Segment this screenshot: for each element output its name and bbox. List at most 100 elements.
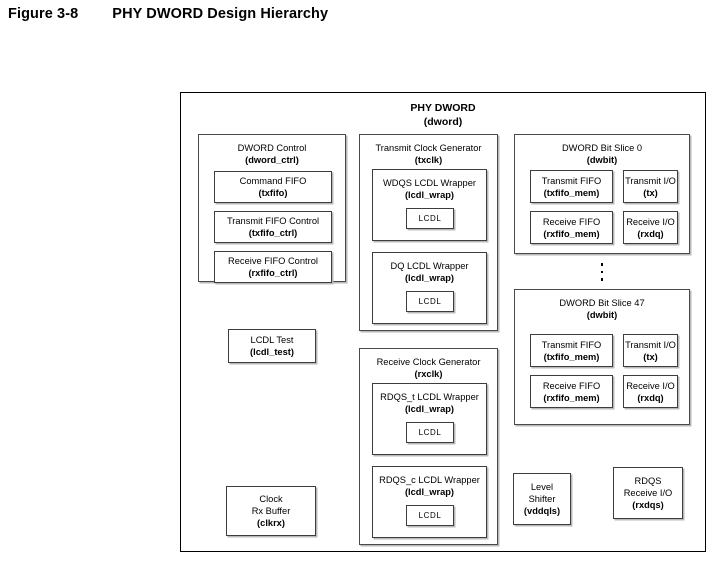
slice0-transmit-fifo-module: (txfifo_mem) [543,187,600,198]
slice47-transmit-io-block: Transmit I/O (tx) [623,334,678,367]
dword-bit-slice-0-header: DWORD Bit Slice 0 (dwbit) [515,142,689,166]
slice0-transmit-io-module: (tx) [643,187,658,198]
dq-lcdl-inner-block: LCDL [406,291,454,312]
dq-lcdl-wrapper-module: (lcdl_wrap) [404,273,455,283]
level-shifter-label2: Shifter [528,494,556,504]
dq-lcdl-inner-label: LCDL [418,297,442,306]
dword-bit-slice-47-module: (dwbit) [586,310,618,320]
dword-bit-slice-0-module: (dwbit) [586,155,618,165]
dword-control-label: DWORD Control [237,143,307,153]
phy-dword-title: PHY DWORD (dword) [181,102,705,129]
dq-lcdl-wrapper-label: DQ LCDL Wrapper [390,261,469,271]
slice0-receive-io-block: Receive I/O (rxdq) [623,211,678,244]
transmit-clock-generator-block: Transmit Clock Generator (txclk) WDQS LC… [359,134,498,331]
slice0-receive-io-module: (rxdq) [637,228,664,239]
transmit-fifo-control-module: (txfifo_ctrl) [248,228,298,238]
wdqs-lcdl-wrapper-label: WDQS LCDL Wrapper [383,178,476,188]
rdqs-c-lcdl-wrapper-module: (lcdl_wrap) [404,487,455,497]
rdqs-t-lcdl-inner-block: LCDL [406,422,454,443]
receive-clock-generator-module: (rxclk) [414,369,443,379]
slice0-receive-io-label: Receive I/O [626,216,675,227]
slice47-receive-fifo-label: Receive FIFO [542,380,601,391]
rdqs-receive-io-label: RDQS [634,476,662,486]
receive-fifo-control-block: Receive FIFO Control (rxfifo_ctrl) [214,251,332,283]
wdqs-lcdl-wrapper-block: WDQS LCDL Wrapper (lcdl_wrap) LCDL [372,169,487,241]
lcdl-test-module: (lcdl_test) [250,347,294,357]
receive-clock-generator-block: Receive Clock Generator (rxclk) RDQS_t L… [359,348,498,545]
rdqs-t-lcdl-wrapper-block: RDQS_t LCDL Wrapper (lcdl_wrap) LCDL [372,383,487,455]
rdqs-t-lcdl-inner-label: LCDL [418,428,442,437]
rdqs-receive-io-block: RDQS Receive I/O (rxdqs) [613,467,683,519]
receive-fifo-control-module: (rxfifo_ctrl) [248,268,298,278]
command-fifo-block: Command FIFO (txfifo) [214,171,332,203]
phy-dword-module: (dword) [423,115,463,128]
command-fifo-module: (txfifo) [258,188,288,198]
wdqs-lcdl-inner-label: LCDL [418,214,442,223]
slice0-transmit-fifo-block: Transmit FIFO (txfifo_mem) [530,170,613,203]
transmit-fifo-control-label: Transmit FIFO Control [226,216,320,226]
slice47-transmit-fifo-module: (txfifo_mem) [543,351,600,362]
dword-bit-slice-47-header: DWORD Bit Slice 47 (dwbit) [515,297,689,321]
figure-title: PHY DWORD Design Hierarchy [112,6,329,22]
command-fifo-label: Command FIFO [239,176,307,186]
dword-control-header: DWORD Control (dword_ctrl) [199,142,345,166]
slice47-transmit-io-module: (tx) [643,351,658,362]
wdqs-lcdl-inner-block: LCDL [406,208,454,229]
transmit-fifo-control-block: Transmit FIFO Control (txfifo_ctrl) [214,211,332,243]
rdqs-c-lcdl-wrapper-label: RDQS_c LCDL Wrapper [379,475,480,485]
wdqs-lcdl-wrapper-header: WDQS LCDL Wrapper (lcdl_wrap) [373,177,486,201]
receive-clock-generator-header: Receive Clock Generator (rxclk) [360,356,497,380]
clock-rx-buffer-label2: Rx Buffer [251,506,291,516]
rdqs-t-lcdl-wrapper-header: RDQS_t LCDL Wrapper (lcdl_wrap) [373,391,486,415]
slice47-receive-fifo-module: (rxfifo_mem) [543,392,600,403]
clock-rx-buffer-label: Clock [259,494,283,504]
figure-caption: Figure 3-8 PHY DWORD Design Hierarchy [8,6,328,22]
rdqs-c-lcdl-wrapper-header: RDQS_c LCDL Wrapper (lcdl_wrap) [373,474,486,498]
vertical-ellipsis-icon [596,263,608,281]
slice47-receive-io-label: Receive I/O [626,380,675,391]
level-shifter-label: Level [530,482,554,492]
phy-dword-label: PHY DWORD [410,102,476,114]
transmit-clock-generator-header: Transmit Clock Generator (txclk) [360,142,497,166]
receive-fifo-control-label: Receive FIFO Control [228,256,318,266]
rdqs-t-lcdl-wrapper-label: RDQS_t LCDL Wrapper [380,392,479,402]
lcdl-test-label: LCDL Test [250,335,294,345]
receive-clock-generator-label: Receive Clock Generator [376,357,481,367]
rdqs-receive-io-module: (rxdqs) [632,500,664,510]
dword-bit-slice-0-block: DWORD Bit Slice 0 (dwbit) Transmit FIFO … [514,134,690,254]
rdqs-receive-io-label2: Receive I/O [623,488,673,498]
rdqs-t-lcdl-wrapper-module: (lcdl_wrap) [404,404,455,414]
slice47-receive-io-module: (rxdq) [637,392,664,403]
level-shifter-module: (vddqls) [523,506,561,516]
transmit-clock-generator-module: (txclk) [414,155,443,165]
rdqs-c-lcdl-wrapper-block: RDQS_c LCDL Wrapper (lcdl_wrap) LCDL [372,466,487,538]
clock-rx-buffer-module: (clkrx) [257,518,285,528]
dq-lcdl-wrapper-block: DQ LCDL Wrapper (lcdl_wrap) LCDL [372,252,487,324]
slice0-transmit-io-block: Transmit I/O (tx) [623,170,678,203]
dword-control-module: (dword_ctrl) [245,155,299,165]
slice0-receive-fifo-block: Receive FIFO (rxfifo_mem) [530,211,613,244]
dword-bit-slice-0-label: DWORD Bit Slice 0 [561,143,643,153]
slice47-transmit-fifo-block: Transmit FIFO (txfifo_mem) [530,334,613,367]
slice0-receive-fifo-module: (rxfifo_mem) [543,228,600,239]
dword-bit-slice-47-block: DWORD Bit Slice 47 (dwbit) Transmit FIFO… [514,289,690,425]
transmit-clock-generator-label: Transmit Clock Generator [375,143,482,153]
level-shifter-block: Level Shifter (vddqls) [513,473,571,525]
slice0-transmit-io-label: Transmit I/O [625,175,676,186]
clock-rx-buffer-block: Clock Rx Buffer (clkrx) [226,486,316,536]
slice47-receive-io-block: Receive I/O (rxdq) [623,375,678,408]
phy-dword-container: PHY DWORD (dword) DWORD Control (dword_c… [180,92,706,552]
slice47-transmit-fifo-label: Transmit FIFO [541,339,602,350]
rdqs-c-lcdl-inner-block: LCDL [406,505,454,526]
figure-number: Figure 3-8 [8,6,79,22]
dword-control-block: DWORD Control (dword_ctrl) Command FIFO … [198,134,346,283]
rdqs-c-lcdl-inner-label: LCDL [418,511,442,520]
slice47-transmit-io-label: Transmit I/O [625,339,676,350]
wdqs-lcdl-wrapper-module: (lcdl_wrap) [404,190,455,200]
lcdl-test-block: LCDL Test (lcdl_test) [228,329,316,363]
dword-bit-slice-47-label: DWORD Bit Slice 47 [559,298,645,308]
slice0-transmit-fifo-label: Transmit FIFO [541,175,602,186]
slice0-receive-fifo-label: Receive FIFO [542,216,601,227]
dq-lcdl-wrapper-header: DQ LCDL Wrapper (lcdl_wrap) [373,260,486,284]
slice47-receive-fifo-block: Receive FIFO (rxfifo_mem) [530,375,613,408]
